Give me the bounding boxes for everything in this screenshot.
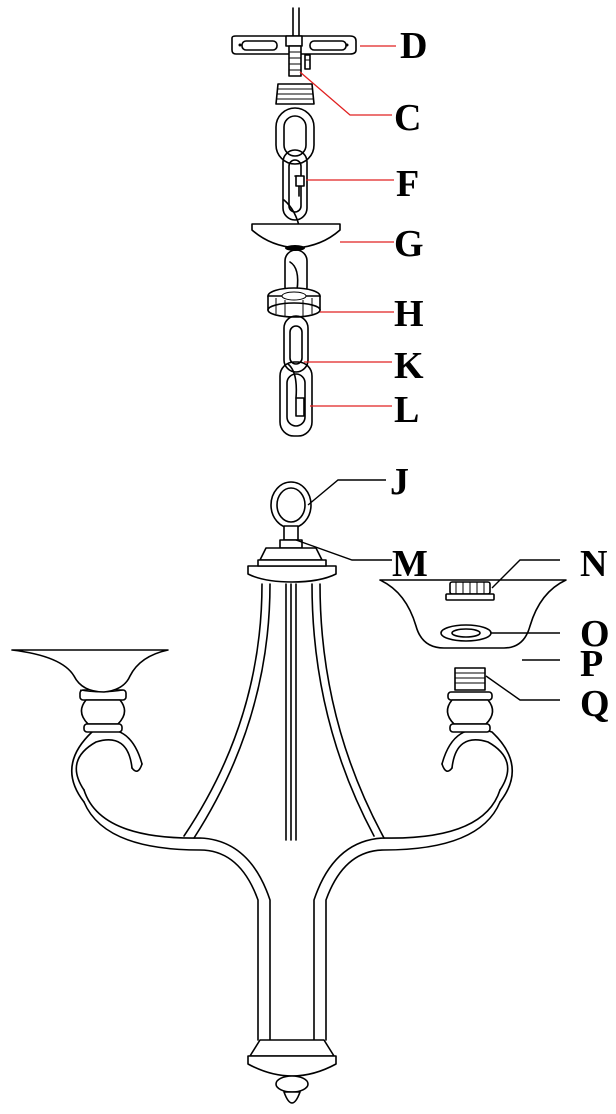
- part-top-cap: [247, 539, 337, 583]
- part-washer: [440, 624, 492, 642]
- label-O: O: [580, 613, 610, 655]
- leader-C: [299, 71, 392, 116]
- label-Q: Q: [580, 683, 610, 725]
- part-right-arm: [441, 728, 513, 803]
- label-J: J: [390, 461, 409, 503]
- part-body-column: [83, 583, 501, 1041]
- part-left-socket-cup: [79, 689, 127, 733]
- part-left-shade: [11, 649, 169, 693]
- part-canopy-ring: [267, 287, 321, 318]
- part-labels: D C F G H K L J M N O P Q: [390, 25, 610, 725]
- part-crossbar: [231, 7, 357, 55]
- leader-Q: [485, 675, 560, 701]
- label-D: D: [400, 25, 427, 67]
- leader-J: [307, 479, 386, 506]
- label-H: H: [394, 293, 424, 335]
- label-P: P: [580, 643, 603, 685]
- label-F: F: [396, 163, 419, 205]
- part-right-socket: [446, 667, 494, 733]
- part-hanging-loop: [270, 481, 312, 541]
- leader-M: [295, 539, 392, 561]
- part-chain: [275, 107, 315, 231]
- part-right-shade: [379, 579, 567, 649]
- label-C: C: [394, 97, 421, 139]
- label-G: G: [394, 223, 424, 265]
- part-left-arm: [71, 728, 143, 803]
- label-L: L: [394, 389, 419, 431]
- label-N: N: [580, 543, 607, 585]
- part-screw-collar: [275, 83, 315, 105]
- leader-lines: [295, 45, 560, 701]
- part-nipple: [288, 45, 311, 77]
- part-chain-lower: [279, 315, 313, 437]
- part-bottom-finial: [247, 1039, 337, 1104]
- label-K: K: [394, 345, 424, 387]
- part-socket-ring: [445, 581, 495, 601]
- label-M: M: [392, 543, 428, 585]
- leader-N: [491, 559, 560, 589]
- part-canopy: [251, 223, 341, 251]
